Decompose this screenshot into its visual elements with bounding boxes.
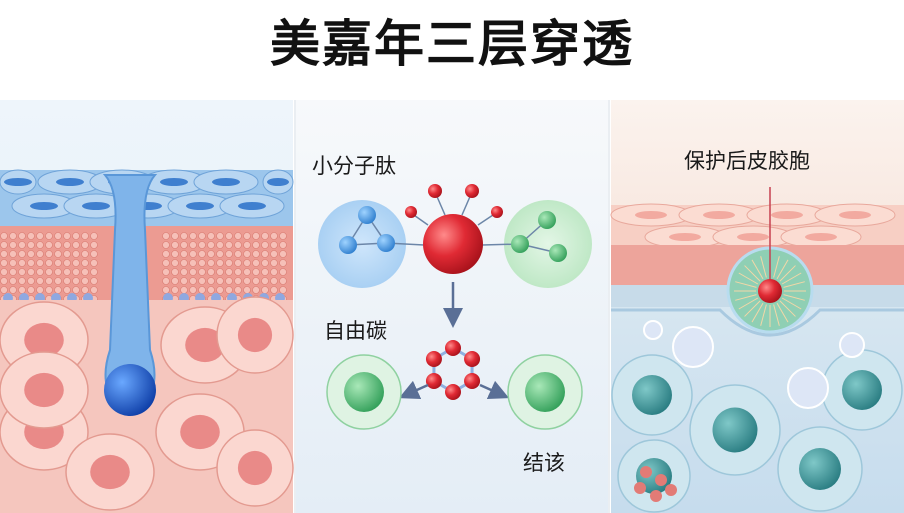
carbon-atom [464,351,481,367]
carbon-ring [425,340,481,400]
green-halo [504,200,592,288]
label-free-carbon: 自由碳 [324,319,387,343]
vesicle [787,367,829,409]
carbon-atom [445,340,461,356]
carbon-atom [425,373,442,389]
right-panel-protected-skin: 保护后皮胶胞 [610,100,904,513]
blue-sphere [104,364,156,416]
blue-atom [358,206,376,224]
dermis-cells [0,296,294,511]
blue-atom [377,234,395,252]
label-small-peptide: 小分子肽 [312,154,396,178]
middle-panel-molecules: 小分子肽 自由碳 结该 [294,100,610,513]
epidermis-blue-cells [0,169,294,219]
green-atom [511,235,529,253]
label-protect: 保护后皮胶胞 [684,149,810,173]
vesicle [672,326,714,368]
red-core [758,279,782,303]
green-atom [549,244,567,262]
left-arrow-icon [398,380,429,400]
left-panel-skin-layers [0,100,294,513]
blue-atom [339,236,357,254]
red-peptide-sphere [423,214,483,274]
label-bind: 结该 [523,451,565,475]
page-title: 美嘉年三层穿透 [270,15,634,73]
carbon-atom [425,351,442,367]
carbon-atom [464,373,481,389]
carbon-atom [445,384,461,400]
green-atom [538,211,556,229]
vesicle [839,332,865,358]
vesicle [643,320,663,340]
dermis-blue-cells [611,320,903,513]
right-arrow-icon [479,380,510,400]
